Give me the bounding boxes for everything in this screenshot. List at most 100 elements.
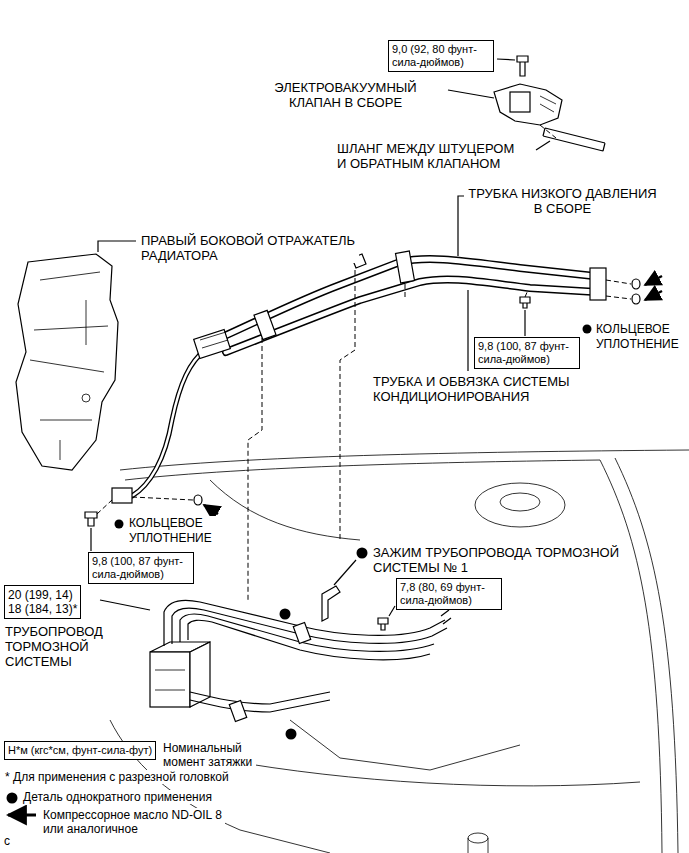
brake-pipe [188,620,430,660]
bolt [517,56,528,76]
torque-value: Н*м (кгс*см, фунт-сила-фут) [8,744,152,757]
part-name: КОЛЬЦЕВОЕ УПЛОТНЕНИЕ [128,516,215,546]
strut-tower [500,493,540,511]
leader-line [497,59,515,60]
guide-line [540,125,556,138]
oil-arrow [8,814,36,817]
o-ring [632,279,640,289]
guide-line [248,338,262,600]
one-time-mark [7,793,18,804]
one-time-mark [357,548,368,559]
vacuum-valve [540,96,556,112]
legend-text: * Для применения с разрезной головкой [4,770,230,784]
body-detail [468,838,488,853]
strut-tower [475,483,565,527]
brake-pipe [190,692,330,704]
leader-line [536,141,550,150]
vacuum-valve [494,84,562,125]
deflector-detail [82,394,90,402]
leader-line [90,528,91,551]
deflector [16,254,118,470]
legend-text: Деталь однократного применения [22,790,213,804]
guide-line [525,290,528,297]
torque-value: 20 (199, 14) [8,588,77,602]
torque-box: 7,8 (80, 69 фунт-сила-дюймов) [396,578,502,610]
tube-clamp [254,310,276,339]
torque-box: 20 (199, 14)18 (184, 13)* [4,585,81,619]
legend-text: Компрессорное масло ND-OIL 8 или аналоги… [42,808,225,836]
guide-line [97,500,112,514]
brake-pipe [172,608,447,644]
brake-pipe-end [441,610,451,624]
bolt [378,618,388,630]
leader-line [524,310,525,336]
part-name: ЗАЖИМ ТРУБОПРОВОДА ТОРМОЗНОЙ СИСТЕМЫ № 1 [372,545,623,575]
torque-value: 9,8 (100, 87 фунт-сила-дюймов) [92,555,190,581]
brake-pipe [180,614,434,651]
leader-line [100,600,150,610]
pipe-clip [293,622,310,643]
torque-box: 9,8 (100, 87 фунт-сила-дюймов) [474,337,580,369]
one-time-mark [286,729,297,740]
legend-torque-box: Н*м (кгс*см, фунт-сила-фут) [4,741,156,760]
body-outline [225,760,640,786]
part-name: ТРУБКА НИЗКОГО ДАВЛЕНИЯ В СБОРЕ [466,186,659,216]
o-ring [194,495,202,505]
guide-line [606,280,631,299]
torque-value: 9,0 (92, 80 фунт-сила-дюймов) [392,43,490,69]
part-name: ШЛАНГ МЕЖДУ ШТУЦЕРОМ И ОБРАТНЫМ КЛАПАНОМ [336,141,518,171]
deflector-detail [30,272,108,460]
leader-line [389,606,395,616]
oil-arrow [645,276,662,285]
leader-line [98,241,136,252]
oil-arrow [645,291,662,300]
body-detail [468,833,488,843]
torque-value: 7,8 (80, 69 фунт-сила-дюймов) [400,581,498,607]
body-outline [290,720,520,770]
leader-line [467,290,468,371]
bolt [85,512,97,526]
body-outline [210,480,360,540]
part-name: ЭЛЕКТРОВАКУУМНЫЙ КЛАПАН В СБОРЕ [272,80,419,110]
ac-tube [132,350,205,496]
guide-line [405,284,406,300]
part-name: ТРУБОПРОВОД ТОРМОЗНОЙ СИСТЕМЫ [4,624,106,669]
abs-actuator [150,652,190,707]
tube-fitting [112,488,132,503]
leader-line [458,196,464,256]
leader-line [334,560,356,585]
one-time-mark [115,520,124,529]
torque-value: 9,8 (100, 87 фунт-сила-дюймов) [478,340,576,366]
abs-actuator [155,670,185,690]
hose [543,128,605,151]
tube-fitting [590,268,606,300]
pipe-clip [229,700,246,721]
ac-tube [132,350,205,496]
vacuum-valve [510,92,530,112]
body-outline [600,460,662,853]
tube-fitting [194,330,231,359]
bolt [520,297,530,308]
torque-box: 9,8 (100, 87 фунт-сила-дюймов) [88,552,194,584]
abs-actuator [190,642,210,707]
tube-clamp [396,251,415,283]
leader-line [448,90,494,98]
legend-text: Номинальный момент затяжки [162,741,256,769]
brake-clamp [322,586,340,621]
one-time-mark [280,609,291,620]
guide-line [132,497,193,500]
oil-arrow [204,505,218,514]
brake-pipe [190,700,330,712]
torque-value: 18 (184, 13)* [8,602,77,616]
guide-line [340,270,355,540]
torque-box: 9,0 (92, 80 фунт-сила-дюймов) [388,40,494,72]
o-ring [632,294,640,304]
part-name: КОЛЬЦЕВОЕ УПЛОТНЕНИЕ [595,322,682,352]
part-name: ПРАВЫЙ БОКОВОЙ ОТРАЖАТЕЛЬ РАДИАТОРА [140,233,359,263]
one-time-mark [583,325,592,334]
body-outline [615,458,678,853]
tube-fitting [200,332,228,348]
part-name: ТРУБКА И ОБВЯЗКА СИСТЕМЫ КОНДИЦИОНИРОВАН… [372,374,573,404]
